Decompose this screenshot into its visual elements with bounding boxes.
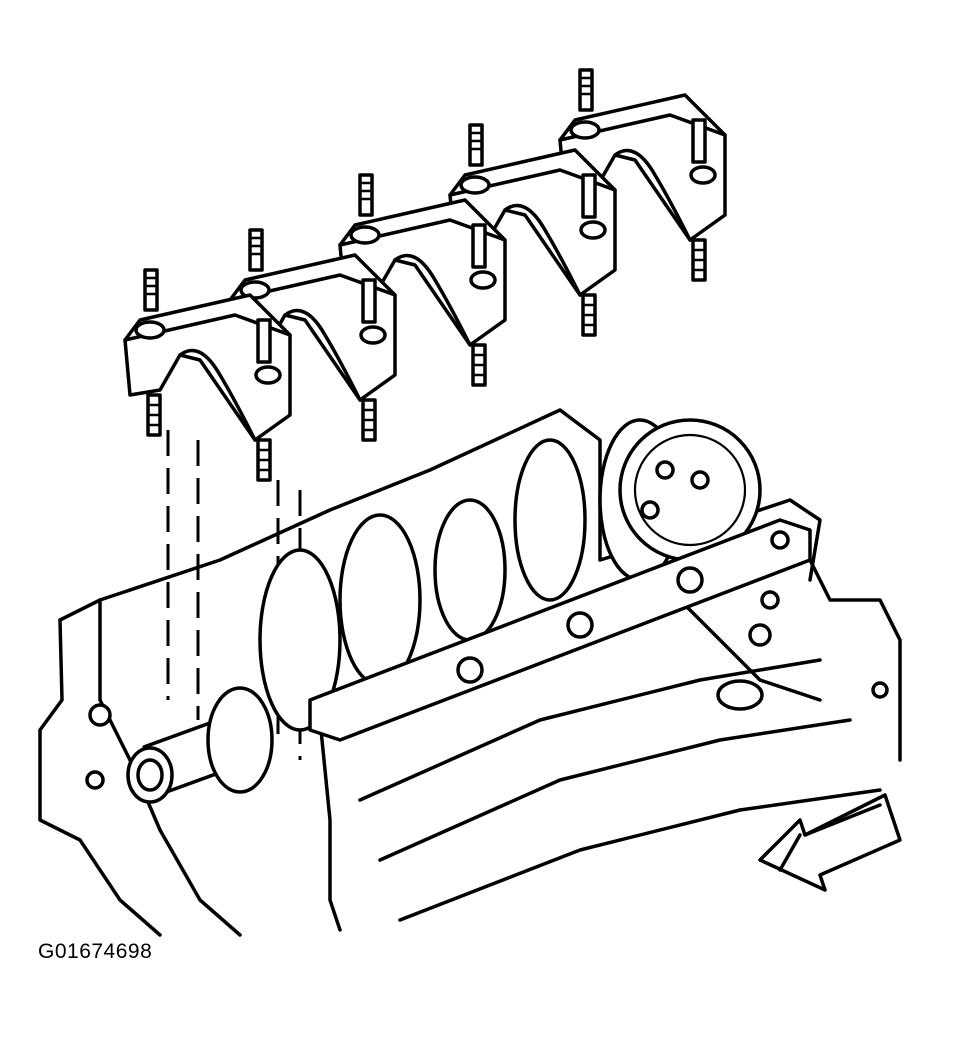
engine-block — [38, 408, 902, 937]
front-of-engine-arrow-icon — [758, 793, 902, 892]
figure-id-label: G01674698 — [38, 940, 153, 963]
